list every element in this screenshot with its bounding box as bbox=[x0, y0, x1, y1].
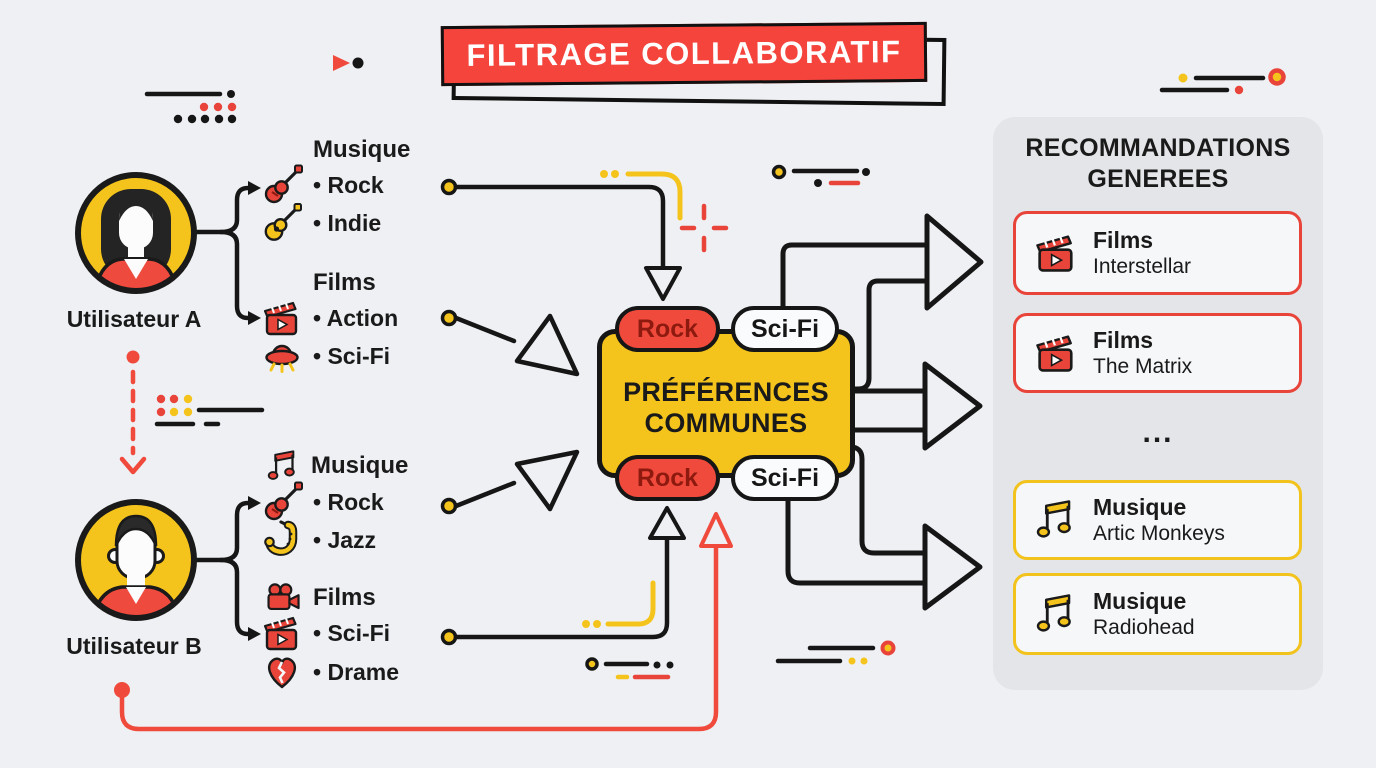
user-b-jazz-item: Jazz bbox=[260, 518, 376, 562]
item-label: Sci-Fi bbox=[313, 343, 390, 370]
item-label: Sci-Fi bbox=[313, 620, 390, 647]
card-title: The Matrix bbox=[1093, 355, 1193, 378]
card-category: Films bbox=[1093, 227, 1154, 253]
decor-line-cluster-bottom-right bbox=[775, 640, 896, 665]
pill-rock-top: Rock bbox=[615, 306, 720, 352]
user-b-label: Utilisateur B bbox=[66, 633, 202, 659]
connector-b-films bbox=[440, 506, 686, 646]
card-text: Films Interstellar bbox=[1093, 227, 1191, 279]
arrow-to-interstellar bbox=[780, 213, 984, 392]
pill-scifi-bottom: Sci-Fi bbox=[731, 455, 839, 501]
item-label: Action bbox=[313, 305, 399, 332]
card-category: Films bbox=[1093, 327, 1154, 353]
decor-line-cluster-bottom-center bbox=[585, 657, 674, 680]
user-b-films-header-row: Films bbox=[264, 576, 376, 620]
recommendations-ellipsis: ... bbox=[1142, 416, 1174, 449]
recommendation-card-artic-monkeys: Musique Artic Monkeys bbox=[1013, 480, 1302, 560]
user-b-drame-item: Drame bbox=[260, 650, 399, 694]
common-preferences-label: PRÉFÉRENCES COMMUNES bbox=[585, 377, 867, 439]
acoustic-guitar-icon bbox=[264, 203, 302, 241]
item-label: Rock bbox=[313, 489, 383, 516]
card-title: Interstellar bbox=[1093, 255, 1192, 278]
page-title: FILTRAGE COLLABORATIF bbox=[466, 34, 902, 73]
recommendation-card-interstellar: Films Interstellar bbox=[1013, 211, 1302, 295]
clapperboard-icon bbox=[263, 301, 298, 336]
connector-a-music bbox=[440, 178, 682, 301]
clapperboard-icon bbox=[1036, 235, 1073, 272]
item-label: Rock bbox=[313, 172, 383, 199]
connector-b-red-loop bbox=[114, 512, 733, 732]
clapperboard-icon bbox=[263, 616, 298, 651]
decor-dots-left-mid bbox=[154, 394, 265, 427]
card-text: Musique Radiohead bbox=[1093, 588, 1195, 640]
decor-crosshair bbox=[679, 203, 729, 253]
banner-box: FILTRAGE COLLABORATIF bbox=[440, 21, 928, 87]
arrow-to-matrix bbox=[842, 361, 983, 451]
card-title: Radiohead bbox=[1093, 616, 1195, 639]
card-text: Musique Artic Monkeys bbox=[1093, 494, 1225, 546]
user-a-action-item: Action bbox=[260, 296, 398, 340]
brace-user-b bbox=[194, 496, 261, 641]
brace-user-a bbox=[194, 181, 261, 325]
decor-line-cluster-top-right bbox=[1159, 68, 1286, 95]
card-title: Artic Monkeys bbox=[1093, 522, 1225, 545]
user-b-scifi-item: Sci-Fi bbox=[260, 611, 390, 655]
user-a-rock-item: Rock bbox=[260, 163, 384, 207]
user-b-rock-item: Rock bbox=[260, 480, 384, 524]
user-a-label: Utilisateur A bbox=[66, 306, 202, 332]
movie-camera-icon bbox=[267, 583, 300, 610]
recommendations-title-line2: GENEREES bbox=[1087, 165, 1229, 193]
recommendations-title: RECOMMANDATIONS GENEREES bbox=[1003, 133, 1313, 195]
decor-yellow-elbow-top bbox=[600, 170, 683, 221]
card-category: Musique bbox=[1093, 588, 1187, 614]
card-category: Musique bbox=[1093, 494, 1187, 520]
user-b-films-header: Films bbox=[313, 584, 376, 611]
item-label: Drame bbox=[313, 659, 399, 686]
title-banner: FILTRAGE COLLABORATIF bbox=[440, 21, 947, 107]
user-b-music-header-row: Musique bbox=[264, 444, 408, 488]
user-b-avatar bbox=[72, 496, 200, 624]
decor-yellow-elbow-bottom bbox=[582, 580, 656, 628]
woman-avatar-icon bbox=[75, 172, 197, 294]
connector-b-music bbox=[440, 449, 580, 515]
pill-scifi-top: Sci-Fi bbox=[731, 306, 839, 352]
user-a-films-header: Films bbox=[313, 269, 376, 296]
common-preferences-box bbox=[597, 329, 855, 478]
user-b-music-header: Musique bbox=[311, 452, 409, 479]
common-preferences-line2: COMMUNES bbox=[644, 408, 808, 438]
decor-dots-top-left bbox=[144, 90, 237, 124]
user-a-scifi-item: Sci-Fi bbox=[260, 334, 390, 378]
recommendations-title-line1: RECOMMANDATIONS bbox=[1025, 134, 1291, 162]
electric-guitar-icon bbox=[264, 481, 303, 521]
saxophone-icon bbox=[264, 520, 298, 556]
broken-heart-icon bbox=[268, 657, 296, 689]
music-note-icon bbox=[1036, 500, 1071, 538]
user-a-indie-item: Indie bbox=[260, 201, 381, 245]
music-note-icon bbox=[1036, 594, 1071, 632]
recommendation-card-matrix: Films The Matrix bbox=[1013, 313, 1302, 393]
card-text: Films The Matrix bbox=[1093, 327, 1192, 379]
clapperboard-icon bbox=[1036, 335, 1073, 372]
decor-play-dot bbox=[333, 55, 364, 71]
electric-guitar-icon bbox=[264, 164, 303, 204]
music-note-icon bbox=[267, 450, 295, 480]
decor-line-cluster-mid bbox=[771, 164, 870, 187]
item-label: Jazz bbox=[313, 527, 376, 554]
recommendation-card-radiohead: Musique Radiohead bbox=[1013, 573, 1302, 655]
user-a-avatar bbox=[72, 169, 200, 297]
user-similarity-dashed-arrow bbox=[119, 350, 147, 475]
common-preferences-line1: PRÉFÉRENCES bbox=[623, 377, 829, 407]
pill-rock-bottom: Rock bbox=[615, 455, 720, 501]
ufo-icon bbox=[265, 344, 299, 373]
man-avatar-icon bbox=[75, 499, 197, 621]
connector-a-films bbox=[440, 309, 580, 377]
user-a-music-header: Musique bbox=[313, 136, 411, 163]
item-label: Indie bbox=[313, 210, 381, 237]
